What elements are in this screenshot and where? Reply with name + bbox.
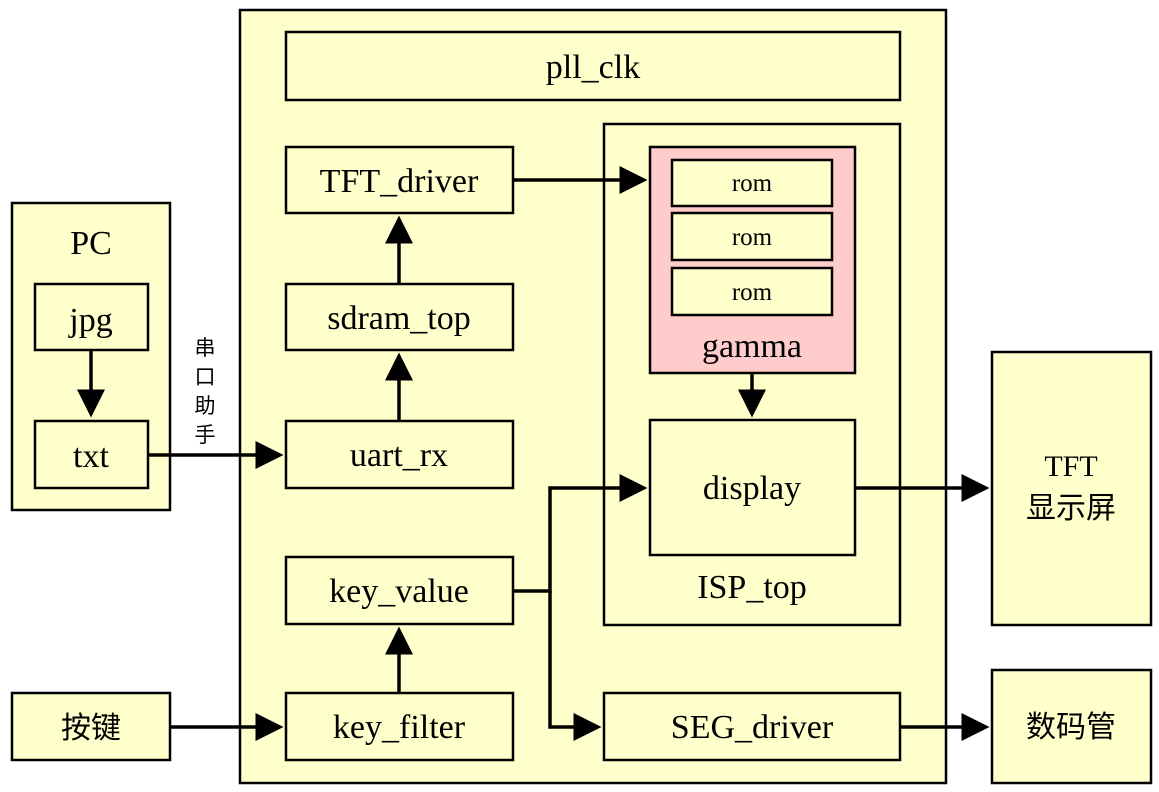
pll-clk-label: pll_clk	[546, 49, 640, 86]
key-value-label: key_value	[329, 573, 469, 610]
rom-box	[670, 211, 834, 262]
uart-rx-box	[284, 419, 515, 490]
gamma-label: gamma	[702, 328, 802, 365]
connections	[77, 166, 990, 741]
key-filter-label: key_filter	[333, 709, 466, 746]
jpg-label: jpg	[68, 302, 112, 339]
rom-box	[670, 158, 834, 208]
keys-box	[10, 691, 172, 762]
serial-assistant-label: 串 口 助 手	[195, 336, 216, 447]
serial-char: 手	[195, 423, 216, 447]
jpg-box	[33, 282, 150, 352]
rom-box	[670, 266, 834, 317]
pll-clk-box	[284, 30, 902, 102]
sdram-top-box	[284, 282, 515, 352]
pc-block: PC jpg txt	[10, 201, 172, 512]
isp-top-label: ISP_top	[697, 569, 807, 606]
tft-driver-label: TFT_driver	[320, 163, 479, 200]
tft-driver-box	[284, 145, 515, 215]
tft-screen-box	[990, 350, 1153, 627]
uart-rx-label: uart_rx	[350, 437, 448, 474]
tft-screen-line1: TFT	[1044, 450, 1097, 483]
keys-label: 按键	[61, 711, 121, 746]
tft-screen-line2: 显示屏	[1026, 491, 1116, 526]
display-box	[648, 418, 857, 557]
txt-label: txt	[73, 438, 109, 475]
sdram-top-label: sdram_top	[327, 300, 471, 337]
rom-label: rom	[732, 170, 773, 197]
serial-char: 串	[195, 336, 216, 360]
pc-title: PC	[70, 225, 112, 262]
rom-label: rom	[732, 224, 773, 251]
serial-char: 助	[195, 394, 216, 418]
seg-driver-box	[602, 691, 902, 762]
arrow-value-to-display	[513, 474, 648, 593]
serial-char: 口	[195, 365, 216, 389]
seg-display-label: 数码管	[1026, 710, 1116, 745]
rom-label: rom	[732, 279, 773, 306]
display-label: display	[703, 470, 801, 507]
seg-display-box	[990, 668, 1153, 785]
seg-driver-label: SEG_driver	[671, 709, 834, 746]
key-value-box	[284, 555, 515, 626]
arrow-value-to-seg	[548, 591, 602, 741]
